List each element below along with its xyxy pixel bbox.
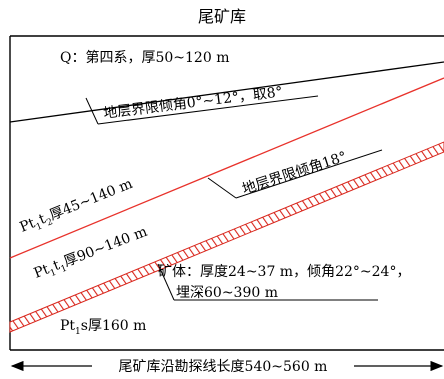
pt-s-label: Pt1s厚160 m [60, 318, 146, 337]
boundary-upper-label: 地层界限倾角0°~12°，取8° [103, 84, 284, 122]
diagram-title: 尾矿库 [198, 7, 246, 26]
callout-red-leader [207, 177, 237, 199]
svg-text:Pt1t2厚45~140 m: Pt1t2厚45~140 m [18, 176, 137, 239]
quaternary-label: Q：第四系，厚50~120 m [60, 49, 229, 66]
boundary-red-line [9, 77, 444, 259]
callout-red-underline [235, 149, 383, 199]
boundary-upper-line [9, 61, 444, 123]
orebody-line1: 矿体：厚度24~37 m，倾角22°~24°， [158, 264, 410, 280]
callout-upper-leader [85, 97, 99, 125]
orebody-line2: 埋深60~390 m [176, 285, 278, 301]
ore-body-band [9, 141, 444, 333]
pt-t2-label: Pt1t2厚45~140 m [18, 176, 137, 239]
callout-upper-underline [97, 95, 319, 125]
dimension-label: 尾矿库沿勘探线长度540~560 m [119, 359, 328, 375]
callout-ore-leader [157, 263, 175, 301]
